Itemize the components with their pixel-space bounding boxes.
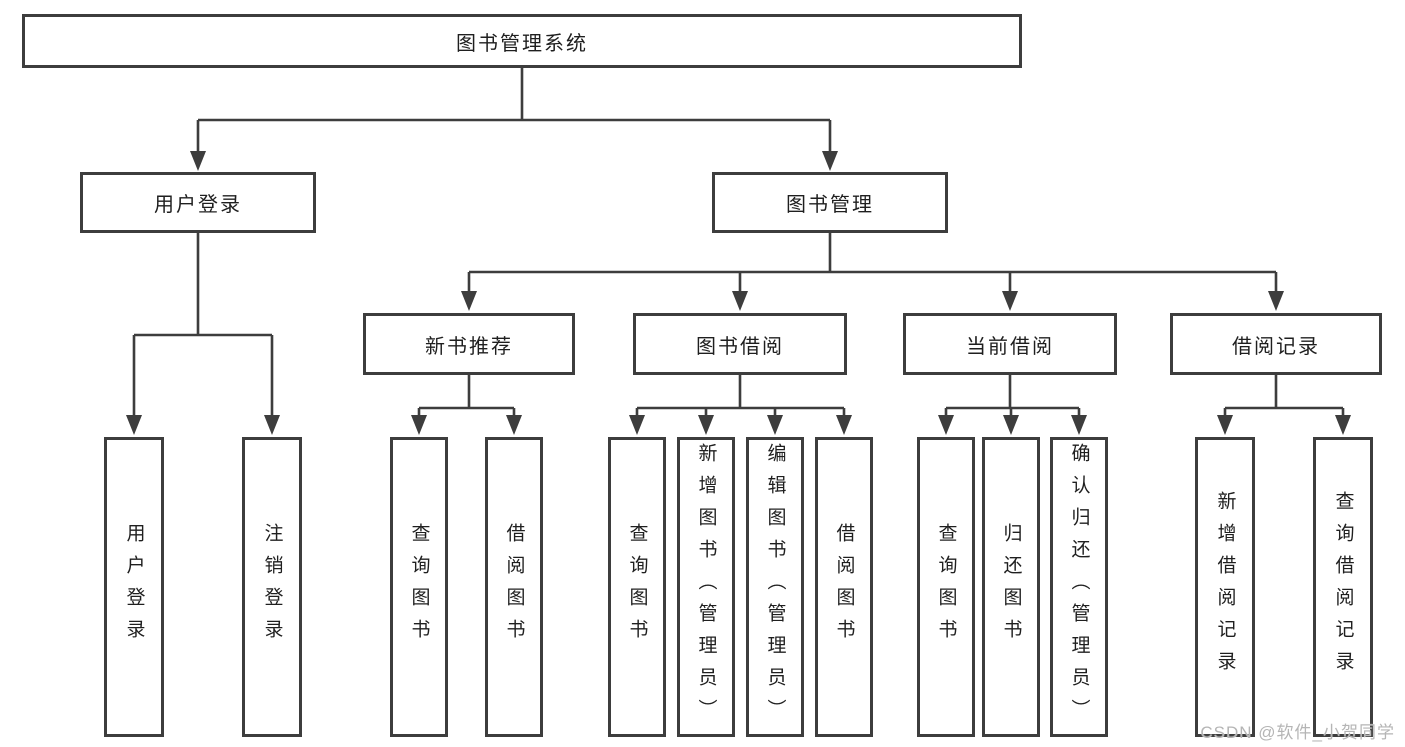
node-label: 查询图书 bbox=[408, 523, 430, 651]
arrow-down-icon bbox=[938, 415, 954, 435]
leaf-query-books-recommend: 查询图书 bbox=[390, 437, 448, 737]
node-label: 借阅图书 bbox=[503, 523, 525, 651]
leaf-add-borrow-record: 新增借阅记录 bbox=[1195, 437, 1255, 737]
arrowheads bbox=[126, 151, 1351, 435]
arrow-down-icon bbox=[767, 415, 783, 435]
leaf-query-books-borrow: 查询图书 bbox=[608, 437, 666, 737]
arrow-down-icon bbox=[698, 415, 714, 435]
leaf-confirm-return-admin: 确认归还（管理员） bbox=[1050, 437, 1108, 737]
leaf-logout: 注销登录 bbox=[242, 437, 302, 737]
arrow-down-icon bbox=[461, 291, 477, 311]
node-label: 编辑图书（管理员） bbox=[764, 443, 786, 731]
node-label: 图书管理 bbox=[786, 194, 874, 216]
node-label: 新书推荐 bbox=[425, 335, 513, 358]
arrow-down-icon bbox=[264, 415, 280, 435]
node-label: 查询借阅记录 bbox=[1332, 491, 1354, 683]
leaf-edit-book-admin: 编辑图书（管理员） bbox=[746, 437, 804, 737]
leaf-borrow-books: 借阅图书 bbox=[815, 437, 873, 737]
node-label: 查询图书 bbox=[935, 523, 957, 651]
node-label: 确认归还（管理员） bbox=[1068, 443, 1090, 731]
node-user-login: 用户登录 bbox=[80, 172, 316, 233]
arrow-down-icon bbox=[836, 415, 852, 435]
node-borrow-records: 借阅记录 bbox=[1170, 313, 1382, 375]
leaf-user-login: 用户登录 bbox=[104, 437, 164, 737]
leaf-return-book: 归还图书 bbox=[982, 437, 1040, 737]
node-book-management: 图书管理 bbox=[712, 172, 948, 233]
leaf-borrow-books-recommend: 借阅图书 bbox=[485, 437, 543, 737]
arrow-down-icon bbox=[629, 415, 645, 435]
arrow-down-icon bbox=[1002, 291, 1018, 311]
node-label: 新增借阅记录 bbox=[1214, 491, 1236, 683]
node-label: 图书借阅 bbox=[696, 335, 784, 358]
csdn-watermark: CSDN @软件_小贺同学 bbox=[1200, 723, 1395, 742]
node-label: 查询图书 bbox=[626, 523, 648, 651]
node-root: 图书管理系统 bbox=[22, 14, 1022, 68]
node-label: 归还图书 bbox=[1000, 523, 1022, 651]
node-book-borrow: 图书借阅 bbox=[633, 313, 847, 375]
arrow-down-icon bbox=[190, 151, 206, 171]
node-label: 图书管理系统 bbox=[456, 32, 588, 55]
node-label: 新增图书（管理员） bbox=[695, 443, 717, 731]
leaf-query-books-current: 查询图书 bbox=[917, 437, 975, 737]
node-new-book-recommend: 新书推荐 bbox=[363, 313, 575, 375]
arrow-down-icon bbox=[126, 415, 142, 435]
node-label: 注销登录 bbox=[261, 523, 283, 651]
arrow-down-icon bbox=[506, 415, 522, 435]
node-label: 用户登录 bbox=[123, 523, 145, 651]
node-label: 当前借阅 bbox=[966, 335, 1054, 358]
leaf-add-book-admin: 新增图书（管理员） bbox=[677, 437, 735, 737]
arrow-down-icon bbox=[411, 415, 427, 435]
arrow-down-icon bbox=[1335, 415, 1351, 435]
arrow-down-icon bbox=[732, 291, 748, 311]
node-label: 借阅图书 bbox=[833, 523, 855, 651]
arrow-down-icon bbox=[1003, 415, 1019, 435]
arrow-down-icon bbox=[1071, 415, 1087, 435]
leaf-query-borrow-record: 查询借阅记录 bbox=[1313, 437, 1373, 737]
node-label: 借阅记录 bbox=[1232, 335, 1320, 358]
arrow-down-icon bbox=[822, 151, 838, 171]
node-label: 用户登录 bbox=[154, 194, 242, 216]
node-current-borrow: 当前借阅 bbox=[903, 313, 1117, 375]
arrow-down-icon bbox=[1217, 415, 1233, 435]
arrow-down-icon bbox=[1268, 291, 1284, 311]
